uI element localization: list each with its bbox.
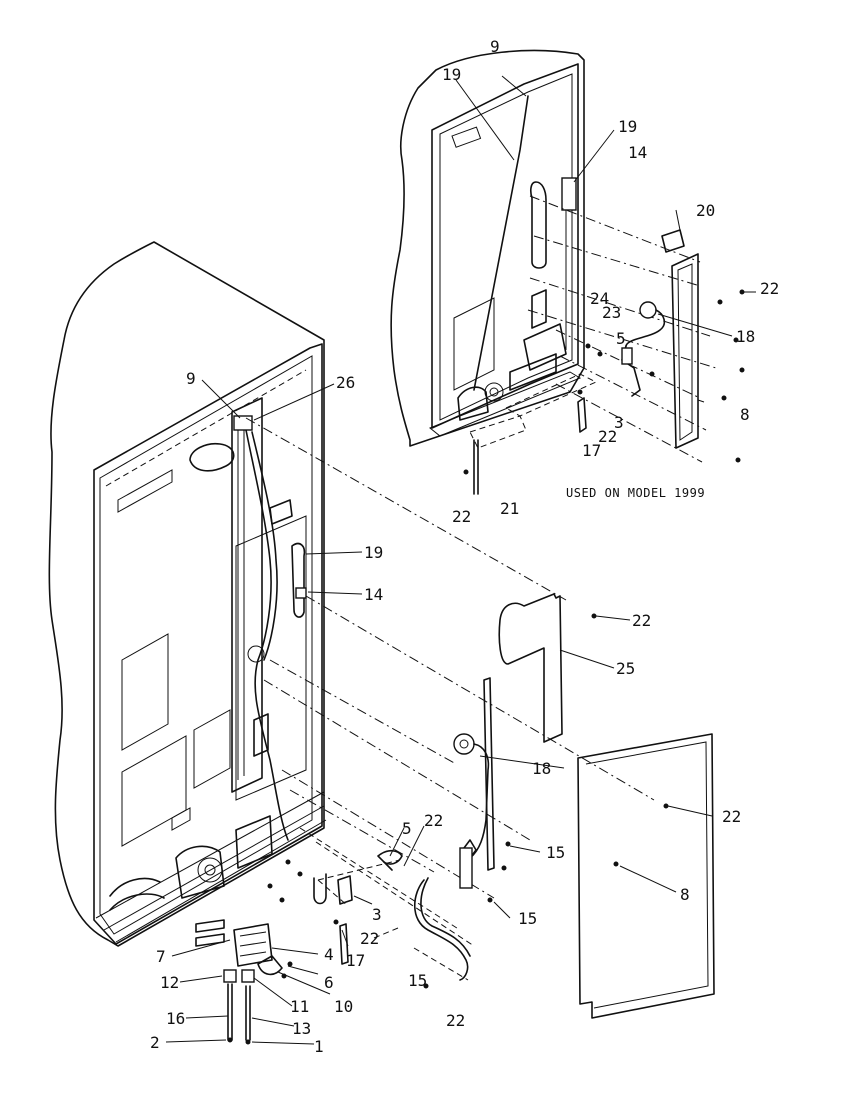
callout-main-22b: 22 <box>722 807 741 826</box>
callout-main-12: 12 <box>160 973 179 992</box>
callout-main-22c: 22 <box>424 811 443 830</box>
callout-main-13: 13 <box>292 1019 311 1038</box>
callout-top-5: 5 <box>616 329 626 348</box>
callout-main-8: 8 <box>680 885 690 904</box>
callout-main-17: 17 <box>346 951 365 970</box>
callout-main-10: 10 <box>334 997 353 1016</box>
callout-main-2: 2 <box>150 1033 160 1052</box>
callout-main-15b: 15 <box>518 909 537 928</box>
callout-main-19: 19 <box>364 543 383 562</box>
callout-main-6: 6 <box>324 973 334 992</box>
callout-main-16: 16 <box>166 1009 185 1028</box>
callout-top-24: 24 <box>590 289 609 308</box>
callout-main-26: 26 <box>336 373 355 392</box>
callout-labels: 9 19 19 14 20 22 18 24 23 5 8 3 22 17 22… <box>150 37 779 1056</box>
callout-main-7: 7 <box>156 947 166 966</box>
callout-top-19a: 19 <box>442 65 461 84</box>
callout-top-19b: 19 <box>618 117 637 136</box>
top-cabinet-view <box>390 49 756 495</box>
main-cabinet-view <box>48 241 715 1045</box>
callout-main-5: 5 <box>402 819 412 838</box>
callout-top-20: 20 <box>696 201 715 220</box>
callout-main-18: 18 <box>532 759 551 778</box>
callout-top-3: 3 <box>614 413 624 432</box>
callout-main-11: 11 <box>290 997 309 1016</box>
callout-top-14: 14 <box>628 143 647 162</box>
callout-main-15c: 15 <box>408 971 427 990</box>
callout-top-8: 8 <box>740 405 750 424</box>
callout-main-3: 3 <box>372 905 382 924</box>
callout-main-4: 4 <box>324 945 334 964</box>
callout-top-22a: 22 <box>760 279 779 298</box>
callout-main-14: 14 <box>364 585 383 604</box>
callout-main-1: 1 <box>314 1037 324 1056</box>
callout-top-22b: 22 <box>598 427 617 446</box>
callout-top-23: 23 <box>602 303 621 322</box>
model-note: USED ON MODEL 1999 <box>566 486 705 500</box>
callout-main-22d: 22 <box>360 929 379 948</box>
callout-top-9: 9 <box>490 37 500 56</box>
callout-top-21: 21 <box>500 499 519 518</box>
callout-main-15a: 15 <box>546 843 565 862</box>
callout-main-22a: 22 <box>632 611 651 630</box>
callout-top-17: 17 <box>582 441 601 460</box>
callout-top-22c: 22 <box>452 507 471 526</box>
callout-main-25: 25 <box>616 659 635 678</box>
callout-main-9: 9 <box>186 369 196 388</box>
callout-main-22e: 22 <box>446 1011 465 1030</box>
callout-top-18: 18 <box>736 327 755 346</box>
